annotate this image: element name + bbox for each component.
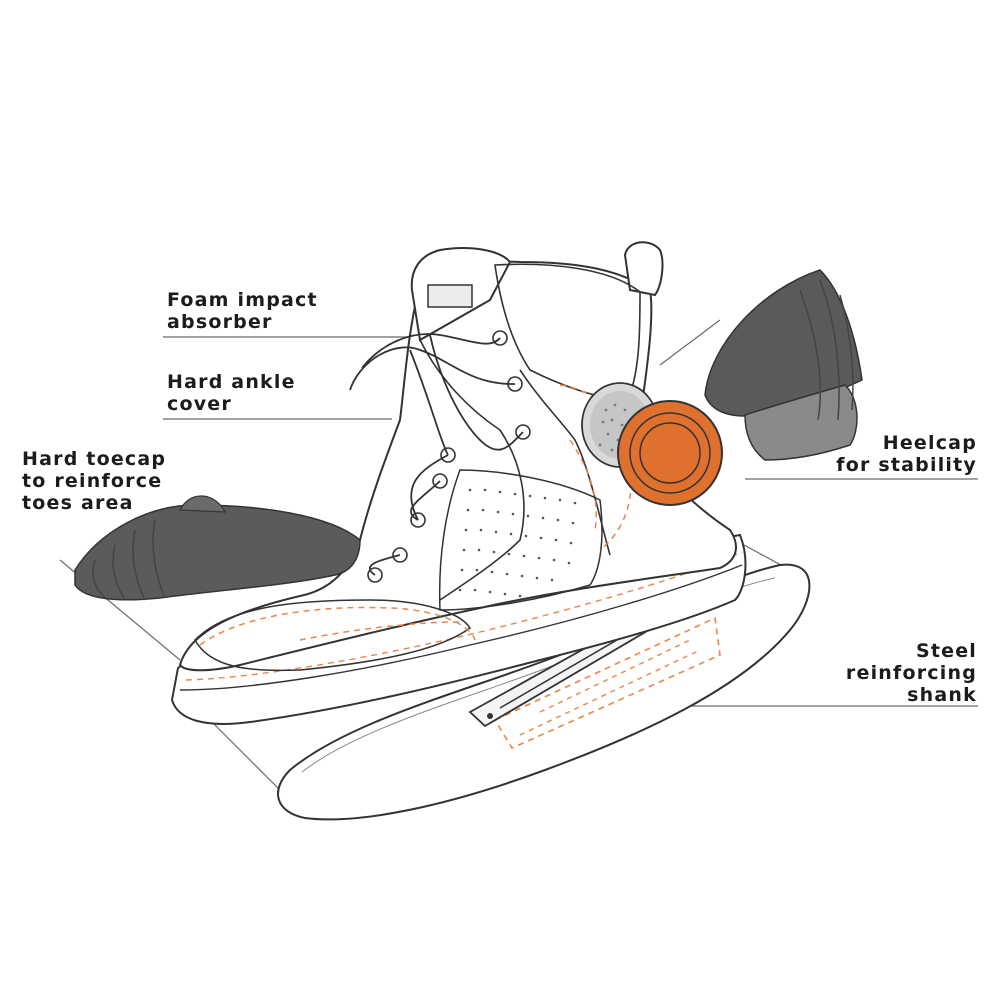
label-line: Heelcap (882, 432, 977, 454)
label-line: absorber (167, 311, 273, 333)
label-line: Hard ankle (167, 371, 296, 393)
label-line: Foam impact (167, 289, 318, 311)
heelcap (704, 269, 863, 461)
perforation-dots (458, 488, 577, 598)
label-line: shank (907, 684, 977, 706)
leader-line-heel-top (659, 319, 721, 366)
label-heelcap: Heelcap for stability (836, 432, 977, 476)
label-line: Hard toecap (22, 448, 167, 470)
label-hard-ankle-cover: Hard ankle cover (167, 371, 296, 415)
label-line: to reinforce (22, 470, 163, 492)
label-steel-shank: Steel reinforcing shank (846, 640, 977, 706)
label-line: reinforcing (845, 662, 977, 684)
label-line: Steel (915, 640, 977, 662)
leader-line-insole-left (204, 714, 291, 801)
heel-pull-tab (623, 241, 664, 297)
label-line: cover (167, 393, 232, 415)
label-line: toes area (22, 492, 134, 514)
label-hard-toecap: Hard toecap to reinforce toes area (22, 448, 166, 514)
label-line: for stability (836, 454, 977, 476)
label-foam-impact-absorber: Foam impact absorber (167, 289, 318, 333)
hard-toecap (74, 495, 361, 601)
ankle-cover-disc (617, 400, 723, 506)
